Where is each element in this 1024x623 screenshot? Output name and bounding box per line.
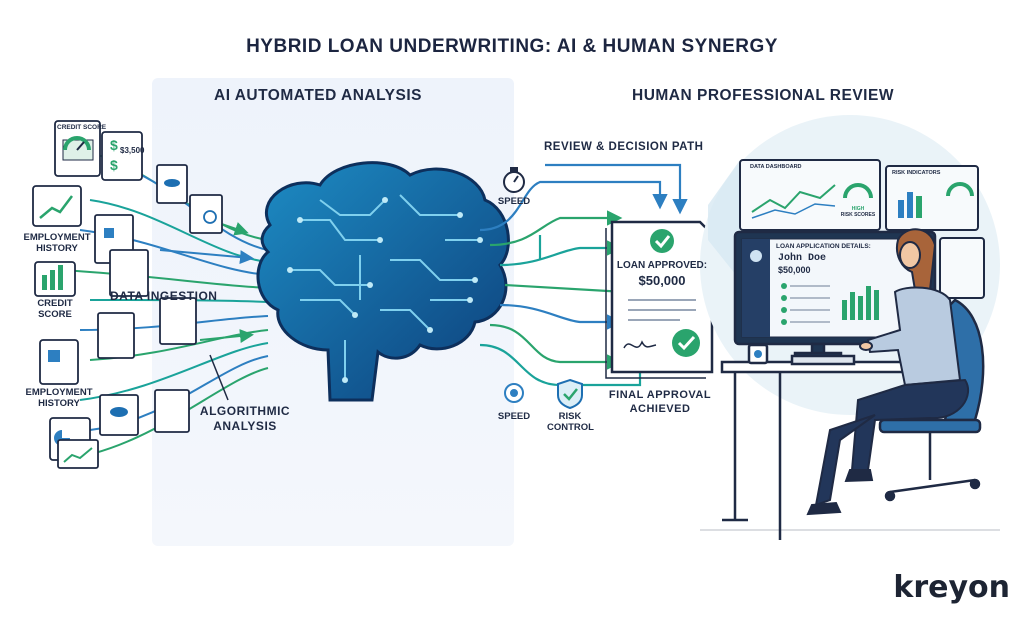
- credit-gauge-icon: [63, 136, 91, 151]
- data-ingestion-label: DATA INGESTION: [110, 289, 218, 303]
- input-documents: [32, 120, 223, 469]
- dollar-icon: $: [110, 137, 118, 153]
- ai-brain-icon: [256, 161, 510, 402]
- monitor-amount: $50,000: [778, 265, 811, 275]
- monitor-applicant-name: John Doe: [778, 253, 827, 264]
- reviewer-person: [806, 228, 970, 516]
- speed-label-bottom: SPEED: [497, 411, 531, 422]
- stopwatch-icon: [503, 167, 525, 193]
- wall-screens: [739, 159, 985, 299]
- approval-document: [605, 220, 714, 379]
- risk-indicators-label: RISK INDICATORS: [892, 170, 941, 176]
- dollar-icon: $: [110, 157, 118, 173]
- loan-approved-label: LOAN APPROVED:: [616, 260, 708, 271]
- amount-card-label: $3,500: [120, 146, 145, 155]
- brand-logo: kreyon: [893, 570, 1010, 605]
- desk: [720, 343, 982, 540]
- ai-section-title: AI AUTOMATED ANALYSIS: [214, 87, 422, 104]
- credit-score-card-label: CREDIT SCORE: [57, 124, 107, 131]
- shield-icon: [557, 378, 583, 410]
- monitor-title: LOAN APPLICATION DETAILS:: [776, 243, 871, 250]
- human-section-title: HUMAN PROFESSIONAL REVIEW: [632, 87, 894, 104]
- loan-approved-amount: $50,000: [638, 273, 686, 288]
- speed-label-top: SPEED: [497, 196, 531, 207]
- decision-path-title: REVIEW & DECISION PATH: [544, 141, 704, 153]
- page-title: HYBRID LOAN UNDERWRITING: AI & HUMAN SYN…: [246, 36, 778, 57]
- gear-icon: [504, 383, 524, 403]
- data-dashboard-label: DATA DASHBOARD: [750, 164, 802, 170]
